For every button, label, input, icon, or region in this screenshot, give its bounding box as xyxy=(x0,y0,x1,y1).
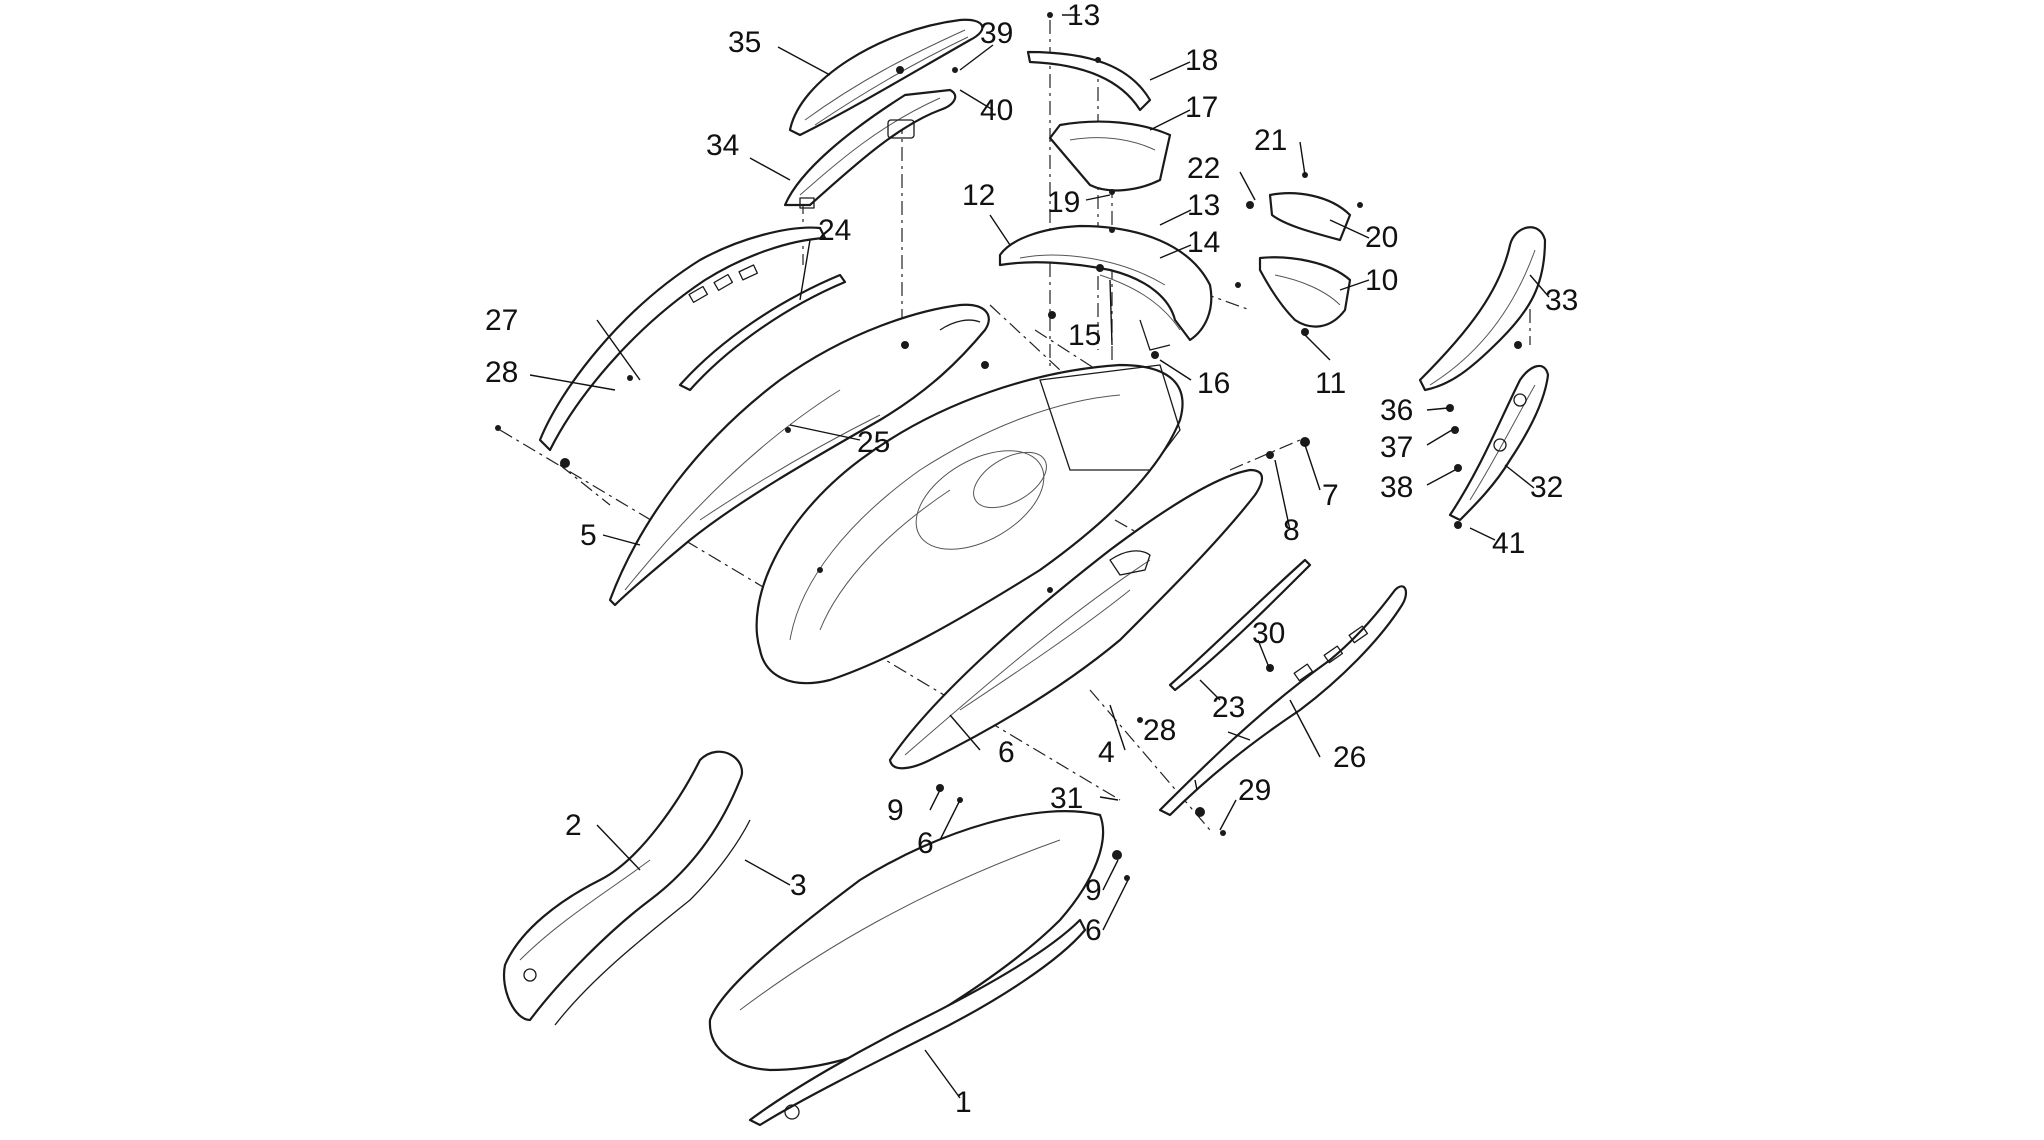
callout-20: 20 xyxy=(1365,221,1398,254)
callout-19: 19 xyxy=(1047,186,1080,219)
callout-21: 21 xyxy=(1254,124,1287,157)
callout-6-left: 6 xyxy=(917,827,934,860)
callout-15: 15 xyxy=(1068,319,1101,352)
callout-11: 11 xyxy=(1315,367,1346,400)
callout-labels: 35 39 13 18 40 17 34 21 22 12 19 13 24 2… xyxy=(485,0,1578,1119)
part-34-grab-bracket xyxy=(783,88,957,209)
callout-18: 18 xyxy=(1185,44,1218,77)
leader-lines xyxy=(529,14,1550,1099)
callout-23: 23 xyxy=(1212,691,1245,724)
callout-22: 22 xyxy=(1187,152,1220,185)
callout-17: 17 xyxy=(1185,91,1218,124)
callout-4: 4 xyxy=(1098,736,1115,769)
callout-14: 14 xyxy=(1187,226,1220,259)
callout-37: 37 xyxy=(1380,431,1413,464)
callout-35: 35 xyxy=(728,26,761,59)
callout-28-left: 28 xyxy=(485,356,518,389)
part-2-left-lower-panel xyxy=(502,750,743,1022)
callout-7: 7 xyxy=(1322,479,1339,512)
callout-13-top: 13 xyxy=(1067,0,1100,32)
callout-10: 10 xyxy=(1365,264,1398,297)
callout-16: 16 xyxy=(1197,367,1230,400)
part-24-trim-strip xyxy=(678,273,847,392)
part-17-handle-cover xyxy=(1048,120,1172,192)
callout-38: 38 xyxy=(1380,471,1413,504)
callout-6-center: 6 xyxy=(998,736,1015,769)
callout-26: 26 xyxy=(1333,741,1366,774)
callout-36: 36 xyxy=(1380,394,1413,427)
callout-29: 29 xyxy=(1238,774,1271,807)
part-23-right-trim xyxy=(1168,558,1312,692)
part-3-seal-strip xyxy=(554,819,751,1026)
part-26-right-long-trim xyxy=(1158,585,1408,817)
callout-3: 3 xyxy=(790,869,807,902)
callout-31: 31 xyxy=(1050,782,1083,815)
part-18-rear-handle xyxy=(1026,50,1152,112)
part-12-rear-cowl xyxy=(998,224,1213,351)
callout-9-right: 9 xyxy=(1085,874,1102,907)
callout-33: 33 xyxy=(1545,284,1578,317)
part-27-left-trim-strip xyxy=(538,226,827,452)
callout-27: 27 xyxy=(485,304,518,337)
underseat-storage-tub xyxy=(755,363,1184,685)
callout-5: 5 xyxy=(580,519,597,552)
hardware-fasteners xyxy=(495,12,1522,881)
callout-30: 30 xyxy=(1252,617,1285,650)
callout-13-mid: 13 xyxy=(1187,189,1220,222)
callout-39: 39 xyxy=(980,17,1013,50)
callout-34: 34 xyxy=(706,129,739,162)
callout-28-right: 28 xyxy=(1143,714,1176,747)
callout-1: 1 xyxy=(955,1086,972,1119)
callout-24: 24 xyxy=(818,214,851,247)
callout-9-left: 9 xyxy=(887,794,904,827)
callout-25: 25 xyxy=(857,426,890,459)
part-5-left-side-panel xyxy=(608,303,990,607)
part-4-right-side-panel xyxy=(888,468,1263,770)
callout-41: 41 xyxy=(1492,527,1525,560)
callout-12: 12 xyxy=(962,179,995,212)
part-33-side-trim xyxy=(1418,226,1547,392)
part-10-side-cover xyxy=(1258,256,1352,328)
part-20-side-cover xyxy=(1268,192,1352,242)
callout-2: 2 xyxy=(565,809,582,842)
callout-40: 40 xyxy=(980,94,1013,127)
part-32-side-bracket xyxy=(1448,364,1550,522)
part-35-rear-grab-cover xyxy=(788,18,984,137)
part-1-footboard xyxy=(708,810,1105,1127)
callout-8: 8 xyxy=(1283,514,1300,547)
callout-32: 32 xyxy=(1530,471,1563,504)
callout-6-right: 6 xyxy=(1085,914,1102,947)
